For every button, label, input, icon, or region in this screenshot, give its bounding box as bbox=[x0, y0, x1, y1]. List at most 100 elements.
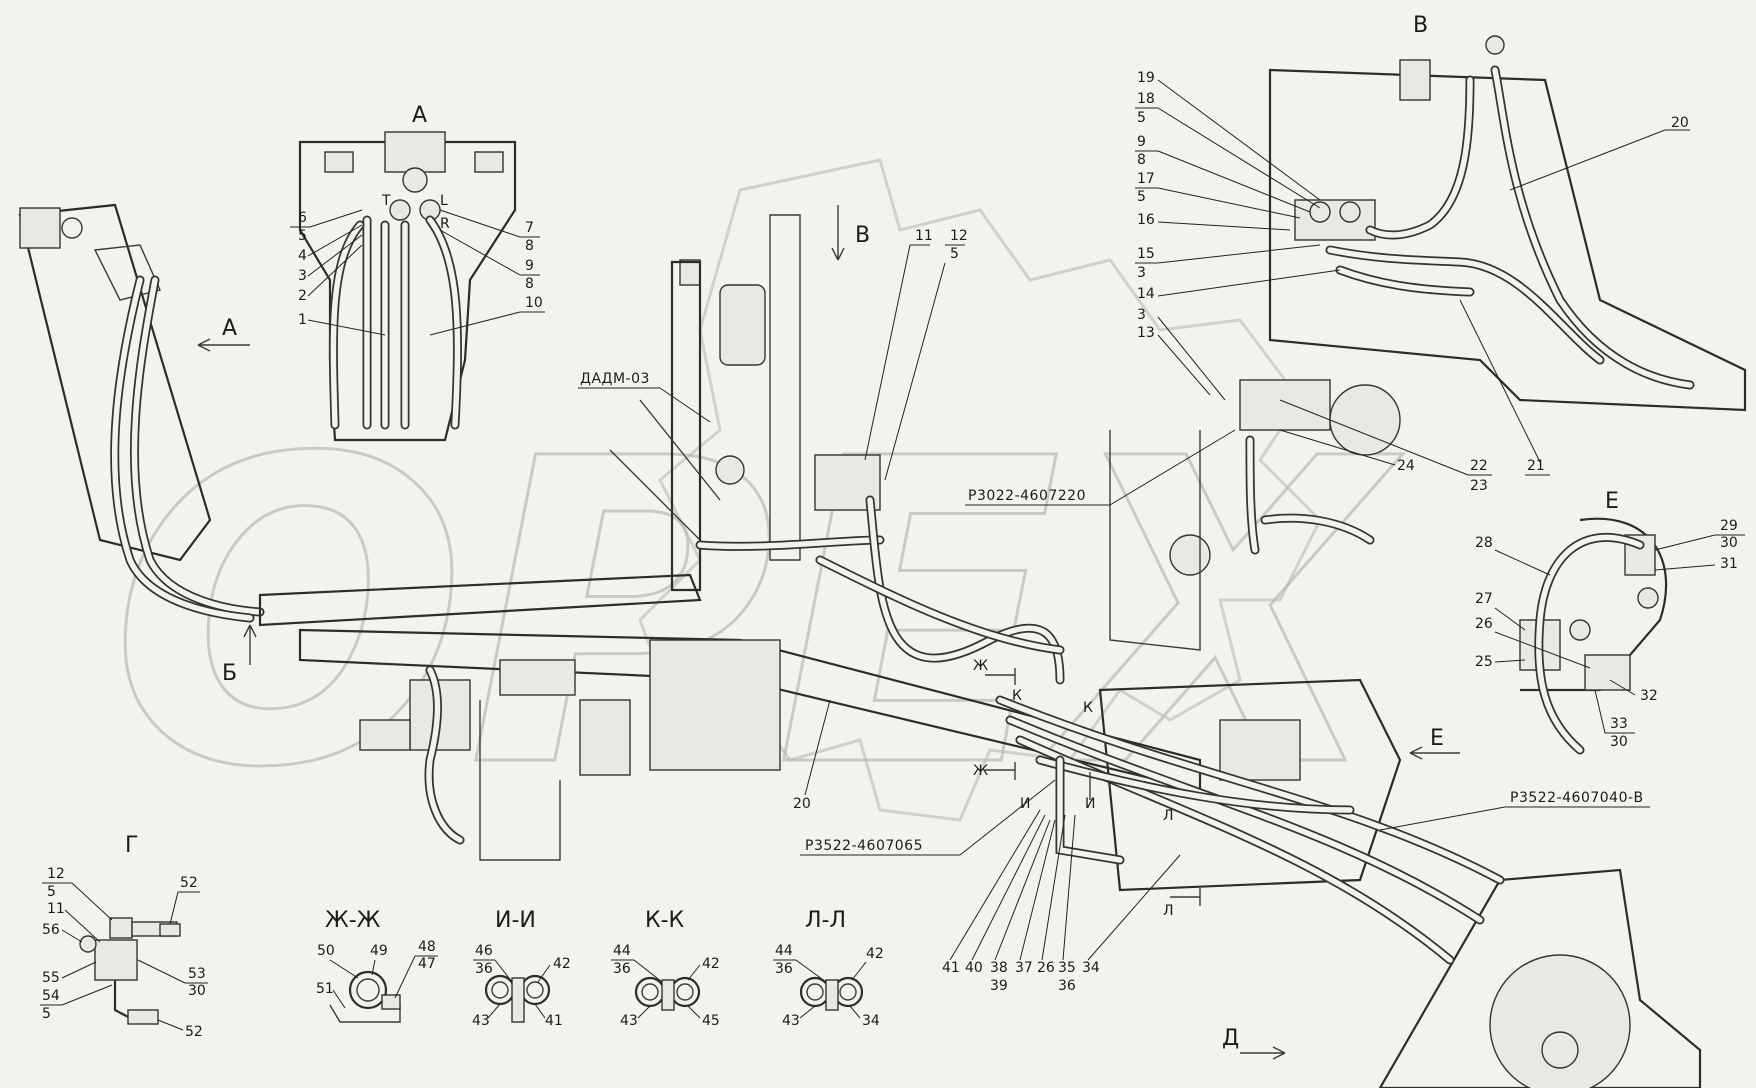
view-g-detail bbox=[79, 917, 181, 1025]
view-e-title: Е bbox=[1605, 489, 1619, 514]
pos-21: 21 bbox=[1527, 458, 1545, 474]
section-k-clamp-right bbox=[669, 976, 701, 1008]
arrow-view-v bbox=[831, 205, 845, 261]
final-drive-flange bbox=[1489, 954, 1631, 1088]
pos-35: 35 bbox=[1058, 960, 1076, 976]
pos-30-g: 30 bbox=[188, 983, 206, 999]
pos-8-a2: 8 bbox=[525, 276, 534, 292]
view-d-arrow-label: Д bbox=[1222, 1026, 1239, 1051]
section-zh-clamp-outer bbox=[348, 970, 388, 1010]
g-fitting-bottom bbox=[127, 1009, 159, 1025]
section-zh-title: Ж-Ж bbox=[325, 908, 381, 933]
valve-housing bbox=[499, 659, 576, 696]
pos-9-a: 9 bbox=[525, 258, 534, 274]
center-assembly bbox=[258, 214, 1202, 861]
bolt-hole bbox=[1637, 587, 1659, 609]
view-arrows bbox=[197, 205, 1460, 1060]
flange-plate bbox=[579, 699, 631, 776]
pos-5-a: 5 bbox=[298, 228, 307, 244]
pos-3-v1: 3 bbox=[1137, 265, 1146, 281]
section-k bbox=[634, 976, 701, 1011]
code-hose-1: Р3022-4607220 bbox=[968, 488, 1086, 504]
watermark-text: ОРЕХ bbox=[110, 371, 1403, 860]
pos-46: 46 bbox=[475, 943, 493, 959]
pos-10-a: 10 bbox=[525, 295, 543, 311]
section-zh bbox=[329, 970, 401, 1023]
vertical-column bbox=[769, 214, 801, 561]
pos-27: 27 bbox=[1475, 591, 1493, 607]
pos-6-a: 6 bbox=[298, 210, 307, 226]
pos-30-e2: 30 bbox=[1610, 734, 1628, 750]
watermark-gear bbox=[638, 158, 1322, 822]
section-i-clamp-left bbox=[484, 974, 516, 1006]
pos-38: 38 bbox=[990, 960, 1008, 976]
arrow-view-b bbox=[243, 624, 257, 665]
port-l-label: L bbox=[440, 193, 448, 209]
cut-l-bottom bbox=[1170, 888, 1201, 906]
transmission-block bbox=[649, 639, 781, 771]
pos-20-v: 20 bbox=[1671, 115, 1689, 131]
pos-26: 26 bbox=[1475, 616, 1493, 632]
gearbox-valve bbox=[1219, 719, 1301, 781]
view-v-arrow-label: В bbox=[855, 223, 870, 248]
section-l-clamp-left bbox=[799, 976, 831, 1008]
pos-41-i: 41 bbox=[545, 1013, 563, 1029]
pos-33: 33 bbox=[1610, 716, 1628, 732]
pos-34-l: 34 bbox=[862, 1013, 880, 1029]
pos-16: 16 bbox=[1137, 212, 1155, 228]
cut-zh-label-top: Ж bbox=[973, 658, 988, 674]
section-l-bolt bbox=[825, 979, 839, 1011]
pos-36-k: 36 bbox=[613, 961, 631, 977]
g-plug bbox=[79, 935, 97, 953]
tank-outline bbox=[479, 700, 561, 861]
section-k-title: К-К bbox=[645, 908, 685, 933]
valve-block-top bbox=[384, 131, 446, 173]
clamp-right bbox=[474, 151, 504, 173]
section-zh-clamp-inner bbox=[356, 978, 380, 1002]
loader-arm bbox=[18, 203, 265, 623]
oil-filter bbox=[719, 284, 766, 366]
pos-36-b: 36 bbox=[1058, 978, 1076, 994]
pos-36-l: 36 bbox=[775, 961, 793, 977]
code-sensor: ДАДМ-03 bbox=[580, 371, 650, 387]
drive-flange bbox=[1329, 384, 1401, 456]
pos-12: 12 bbox=[950, 228, 968, 244]
pos-9-v: 9 bbox=[1137, 134, 1146, 150]
cut-zh-label-bottom: Ж bbox=[973, 763, 988, 779]
g-nut-top bbox=[109, 917, 133, 939]
pos-5-center: 5 bbox=[950, 246, 959, 262]
pos-18: 18 bbox=[1137, 91, 1155, 107]
cab-post-cap bbox=[679, 259, 701, 286]
pos-53: 53 bbox=[188, 966, 206, 982]
view-g-title: Г bbox=[125, 833, 138, 858]
final-drive-hub bbox=[1541, 1031, 1579, 1069]
pump-mount-right bbox=[1239, 379, 1331, 431]
pos-25: 25 bbox=[1475, 654, 1493, 670]
pos-23: 23 bbox=[1470, 478, 1488, 494]
pos-20-center: 20 bbox=[793, 796, 811, 812]
cut-l-label-top: Л bbox=[1163, 808, 1174, 824]
cut-zh-top bbox=[985, 668, 1016, 685]
port-r-label: R bbox=[440, 216, 450, 232]
arrow-view-d bbox=[1240, 1046, 1286, 1060]
section-l-title: Л-Л bbox=[805, 908, 846, 933]
pos-14: 14 bbox=[1137, 286, 1155, 302]
cut-k-label-left: К bbox=[1012, 688, 1022, 704]
valve-block-lr bbox=[1294, 199, 1376, 241]
floor-beam bbox=[258, 573, 702, 627]
lower-bracket bbox=[1109, 430, 1201, 651]
pos-43-i: 43 bbox=[472, 1013, 490, 1029]
pos-5-v2: 5 bbox=[1137, 189, 1146, 205]
breather-cap bbox=[1399, 59, 1431, 101]
pos-37: 37 bbox=[1015, 960, 1033, 976]
view-e-plate bbox=[1520, 517, 1668, 692]
code-hose-3: Р3522-4607040-В bbox=[1510, 790, 1644, 806]
pos-49: 49 bbox=[370, 943, 388, 959]
breather-valve bbox=[1485, 35, 1505, 55]
view-e-arrow-label: Е bbox=[1430, 726, 1444, 751]
fitting-r bbox=[1339, 201, 1361, 223]
pos-1-a: 1 bbox=[298, 312, 307, 328]
pos-48: 48 bbox=[418, 939, 436, 955]
watermark: ОРЕХ bbox=[109, 158, 1405, 862]
pos-24: 24 bbox=[1397, 458, 1415, 474]
